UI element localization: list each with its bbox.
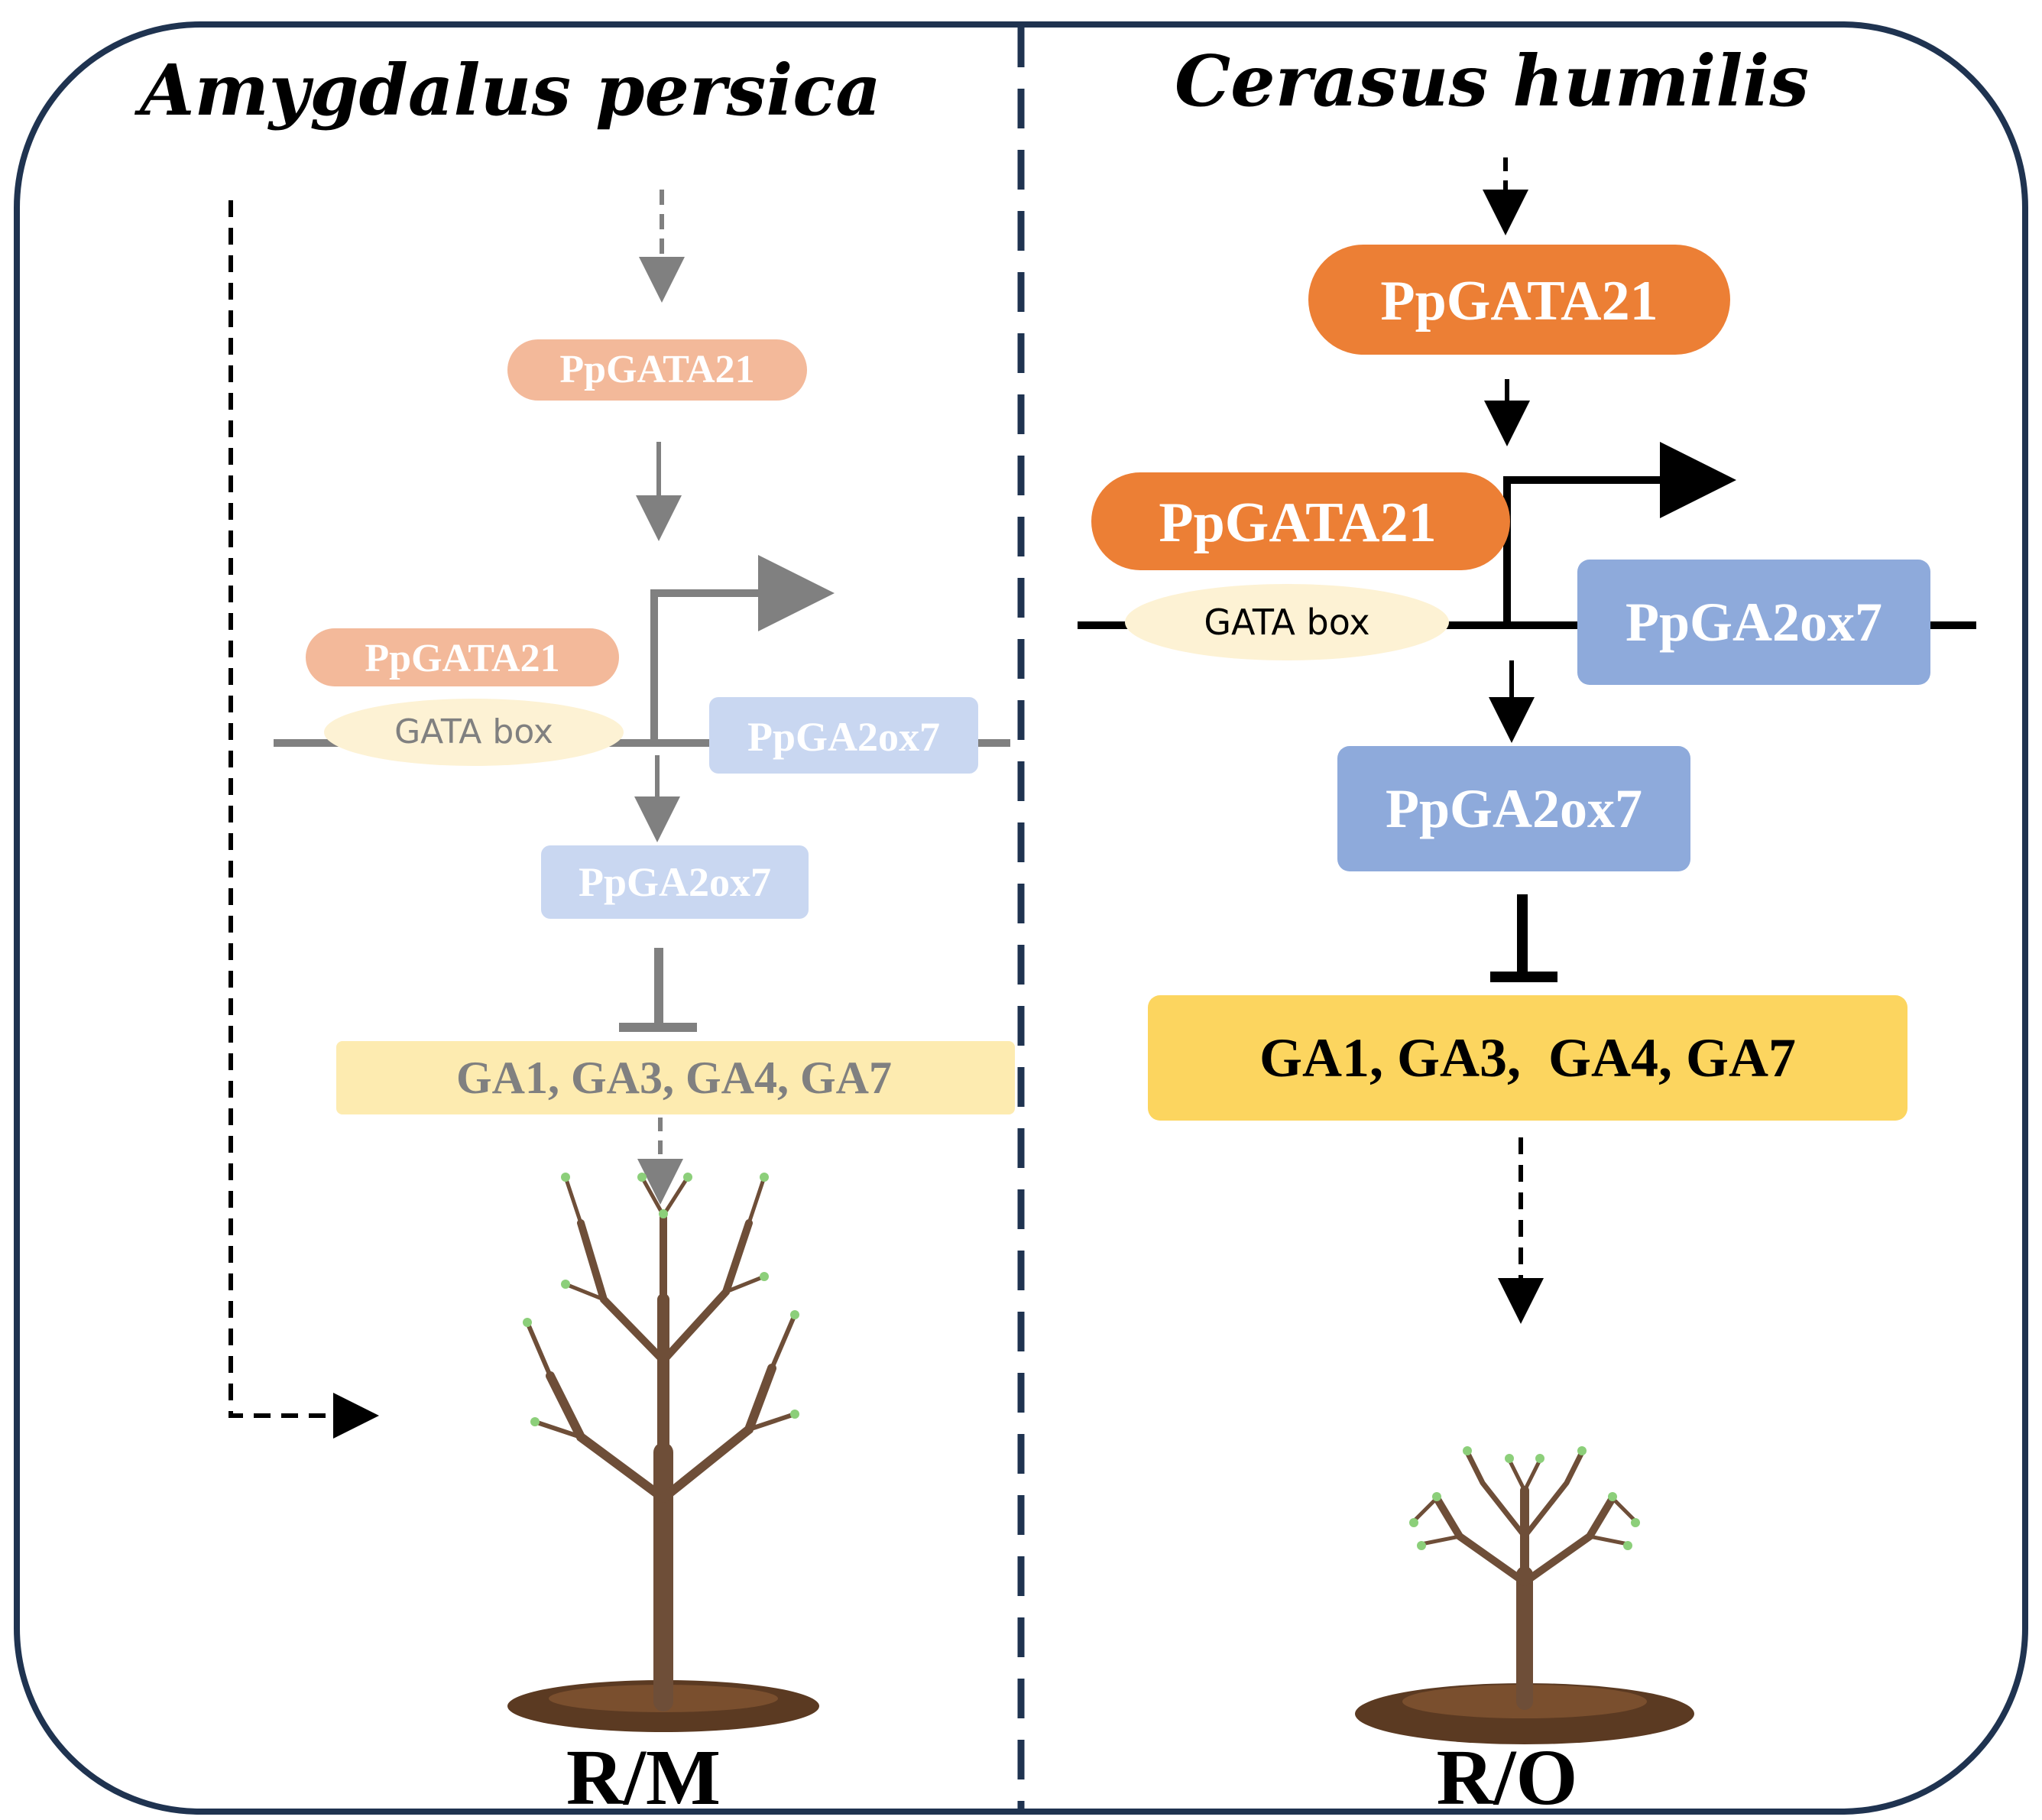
left-tall-tree-image (507, 1173, 819, 1732)
right-ppgata21-bound (1091, 472, 1510, 570)
right-panel-title: Cerasus humilis (1175, 40, 1809, 122)
left-gibberellins-label: GA1, GA3, GA4, GA7 (456, 1053, 892, 1103)
left-ppgata21-top-label: PpGATA21 (559, 348, 754, 391)
outer-frame (14, 21, 2028, 1815)
right-gibberellins-label: GA1, GA3, GA4, GA7 (1259, 1027, 1796, 1088)
right-ppga2ox7-gene (1577, 560, 1930, 685)
left-ppgata21-top (507, 339, 807, 401)
right-ppga2ox7-gene-label: PpGA2ox7 (1625, 592, 1882, 653)
left-ppgata21-bound (306, 628, 619, 686)
right-phenotype-label: R/O (1437, 1734, 1578, 1820)
left-ppga2ox7-gene-label: PpGA2ox7 (747, 714, 940, 760)
left-ppga2ox7-product-label: PpGA2ox7 (579, 859, 771, 905)
right-ppga2ox7-product-label: PpGA2ox7 (1386, 778, 1642, 839)
left-inhibition-bar (619, 948, 697, 1032)
left-ppgata21-bound-label: PpGATA21 (365, 637, 559, 680)
left-panel-title: Amygdalus persica (134, 49, 881, 131)
right-gibberellins-box (1148, 995, 1907, 1121)
right-panel: Cerasus humilis PpGATA21 GATA box PpGATA… (1078, 40, 1976, 1820)
left-ppga2ox7-product (541, 845, 809, 919)
left-gata-box (324, 699, 624, 766)
right-transcription-start-arrow (1503, 442, 1736, 625)
right-inhibition-bar (1490, 894, 1557, 982)
left-panel: Amygdalus persica PpGATA21 GATA box PpGA… (134, 49, 1015, 1820)
right-ppga2ox7-product (1337, 746, 1690, 871)
left-gibberellins-box (336, 1041, 1015, 1114)
right-ppgata21-top (1308, 245, 1730, 355)
right-short-tree-image (1355, 1446, 1694, 1744)
left-ppga2ox7-gene (709, 697, 978, 774)
left-gata-box-label: GATA box (394, 712, 553, 751)
right-ppgata21-top-label: PpGATA21 (1380, 270, 1658, 333)
left-transcription-start-arrow (650, 555, 835, 743)
right-ppgata21-bound-label: PpGATA21 (1159, 491, 1436, 554)
left-bypass-dashed-arrow (229, 200, 379, 1439)
left-phenotype-label: R/M (566, 1734, 721, 1820)
right-gata-box-label: GATA box (1204, 602, 1369, 643)
right-gata-box (1125, 584, 1449, 660)
